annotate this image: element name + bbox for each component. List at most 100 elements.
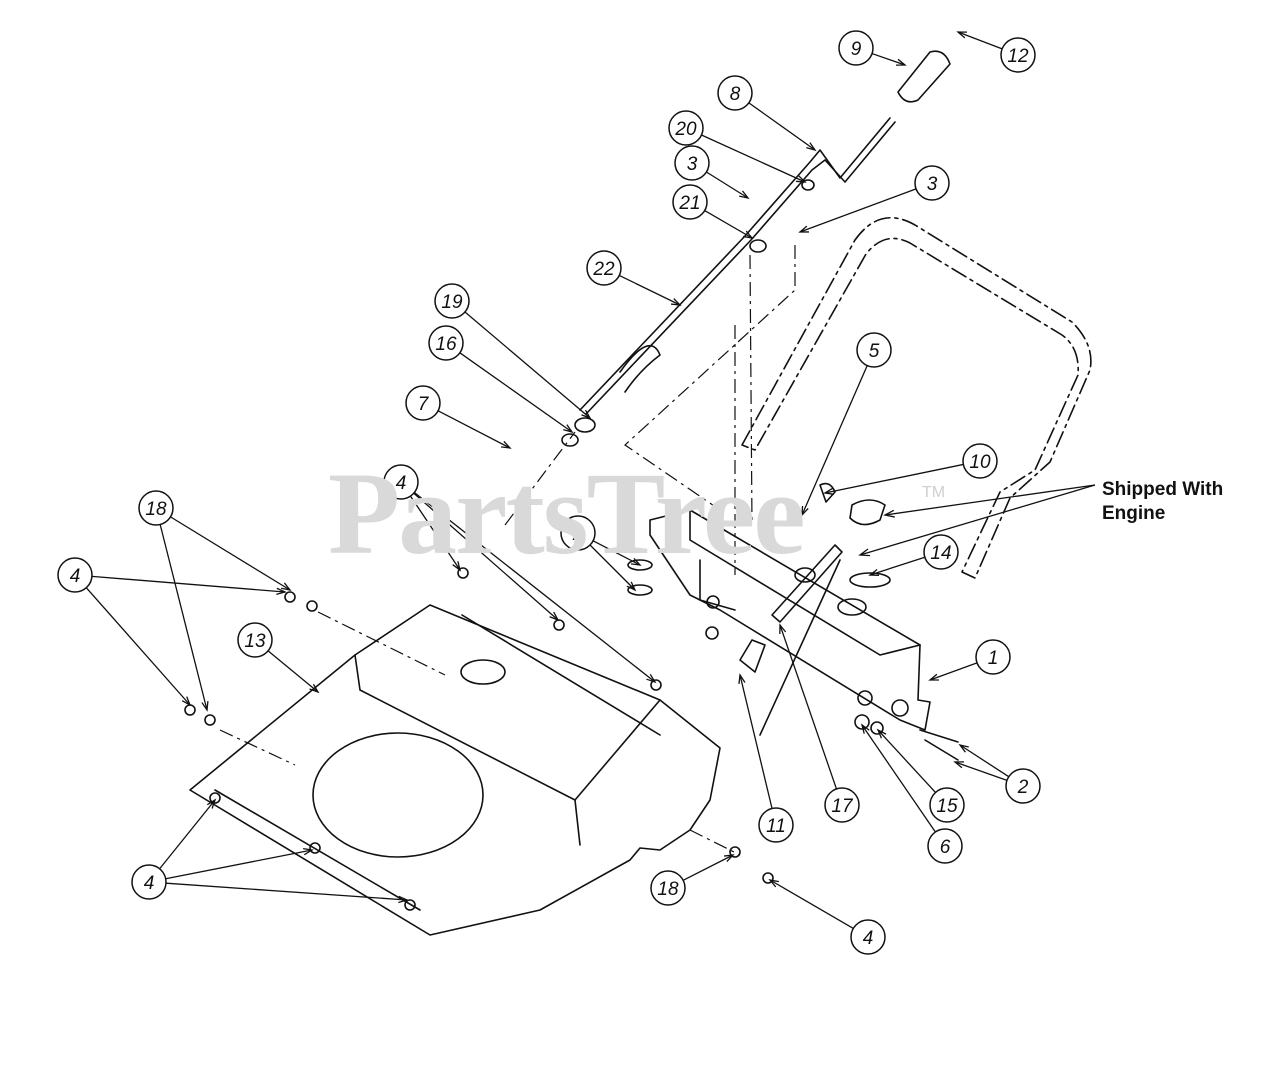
callout-leader-line bbox=[957, 31, 1003, 50]
callout-number: 4 bbox=[144, 873, 155, 894]
callout-circle bbox=[57, 557, 93, 593]
callout-circle bbox=[1005, 768, 1041, 804]
callout-arrowhead bbox=[281, 582, 292, 591]
callout-leader-line bbox=[619, 274, 681, 306]
callout-arrowhead bbox=[723, 854, 735, 863]
callout-number: 22 bbox=[592, 259, 615, 280]
callout-arrowhead bbox=[581, 409, 592, 420]
callout-circle bbox=[717, 75, 753, 111]
callout-circle bbox=[131, 864, 167, 900]
callout-arrowhead bbox=[276, 587, 287, 596]
callout-leader-line bbox=[459, 352, 573, 433]
note-leader-line bbox=[884, 484, 1096, 516]
note-leader-line bbox=[859, 484, 1096, 556]
callout-circle bbox=[824, 787, 860, 823]
callout-leader-line bbox=[799, 188, 917, 233]
callout-number: 8 bbox=[730, 84, 741, 105]
callout-arrowhead bbox=[876, 728, 887, 739]
callout-circle bbox=[138, 490, 174, 526]
callout-arrowhead bbox=[670, 298, 682, 306]
callout-circle bbox=[672, 184, 708, 220]
callout-leader-line bbox=[159, 524, 208, 711]
callout-number: 5 bbox=[869, 341, 880, 362]
callout-arrowhead bbox=[795, 175, 807, 183]
callout-arrowhead bbox=[860, 723, 870, 734]
callout-leader-line bbox=[824, 463, 964, 494]
callout-number: 11 bbox=[766, 816, 786, 837]
callout-number: 16 bbox=[435, 334, 457, 355]
callout-number: 18 bbox=[145, 499, 167, 520]
callout-arrowhead bbox=[646, 674, 657, 684]
callout-number: 2 bbox=[1017, 777, 1029, 798]
shift-rod bbox=[579, 117, 891, 411]
callout-arrowhead bbox=[201, 700, 209, 712]
callout-arrowhead bbox=[303, 847, 314, 856]
callout-arrowhead bbox=[549, 611, 560, 622]
callout-circle bbox=[838, 30, 874, 66]
callout-leader-line bbox=[801, 365, 868, 516]
note-line-1: Shipped With bbox=[1102, 479, 1224, 500]
callout-number: 7 bbox=[418, 394, 430, 415]
callout-arrowhead bbox=[801, 505, 809, 517]
callout-arrowhead bbox=[739, 190, 750, 200]
callout-leader-line bbox=[409, 495, 461, 571]
callout-leader-line bbox=[871, 52, 906, 66]
callout-number: 4 bbox=[70, 566, 81, 587]
callout-number: 3 bbox=[687, 154, 698, 175]
callout-number: 21 bbox=[678, 193, 700, 214]
callout-circle bbox=[560, 515, 596, 551]
callout-leader-line bbox=[877, 729, 936, 793]
callout-arrowhead bbox=[452, 561, 462, 572]
callout-leader-line bbox=[959, 744, 1010, 778]
callout-number: 4 bbox=[396, 473, 407, 494]
callout-number: 1 bbox=[988, 648, 999, 669]
callout-arrowhead bbox=[798, 225, 810, 233]
callout-number: 17 bbox=[831, 796, 854, 817]
engine-shroud bbox=[189, 604, 721, 936]
callout-number: 9 bbox=[851, 39, 862, 60]
callout-number: 20 bbox=[674, 119, 697, 140]
callout-arrowhead bbox=[953, 761, 965, 769]
callout-circle bbox=[923, 534, 959, 570]
callout-leader-line bbox=[929, 662, 978, 681]
callout-number: 14 bbox=[930, 543, 951, 564]
callout-leader-line bbox=[159, 799, 216, 870]
callout-arrowhead bbox=[868, 568, 880, 576]
callout-leader-line bbox=[413, 492, 656, 683]
callout-arrowhead bbox=[768, 879, 779, 888]
callout-circle bbox=[434, 283, 470, 319]
callout-leader-line bbox=[589, 544, 636, 591]
callout-circle bbox=[237, 622, 273, 658]
callout-circle bbox=[975, 639, 1011, 675]
callout-leader-line bbox=[701, 134, 806, 183]
callout-number: 4 bbox=[863, 928, 874, 949]
callout-arrowhead bbox=[398, 895, 409, 904]
callout-leader-line bbox=[464, 311, 591, 419]
callout-leader-line bbox=[706, 171, 749, 199]
callout-arrowhead bbox=[956, 31, 968, 39]
callout-circle bbox=[927, 828, 963, 864]
shift-knob bbox=[897, 50, 951, 103]
callout-circle bbox=[428, 325, 464, 361]
callout-number: 19 bbox=[441, 292, 463, 313]
callout-arrowhead bbox=[895, 58, 907, 66]
callout-arrowhead bbox=[958, 743, 969, 753]
callout-circle bbox=[856, 332, 892, 368]
callout-number: 12 bbox=[1007, 46, 1029, 67]
callout-arrowhead bbox=[779, 623, 787, 635]
spring-washer bbox=[574, 417, 596, 433]
callout-arrowhead bbox=[743, 230, 754, 239]
callout-circle bbox=[650, 870, 686, 906]
callout-arrowhead bbox=[626, 581, 637, 592]
callout-number: 2 bbox=[572, 524, 584, 545]
callout-circle bbox=[962, 443, 998, 479]
callout-leader-line bbox=[91, 575, 286, 593]
callout-circle bbox=[850, 919, 886, 955]
callout-leader-line bbox=[267, 650, 319, 693]
callout-leader-line bbox=[748, 102, 816, 151]
note-line-2: Engine bbox=[1102, 503, 1166, 524]
note-arrowhead bbox=[858, 548, 871, 557]
callout-arrowhead bbox=[500, 440, 512, 449]
handle-bar bbox=[741, 216, 1092, 579]
callout-leader-line bbox=[869, 556, 926, 576]
